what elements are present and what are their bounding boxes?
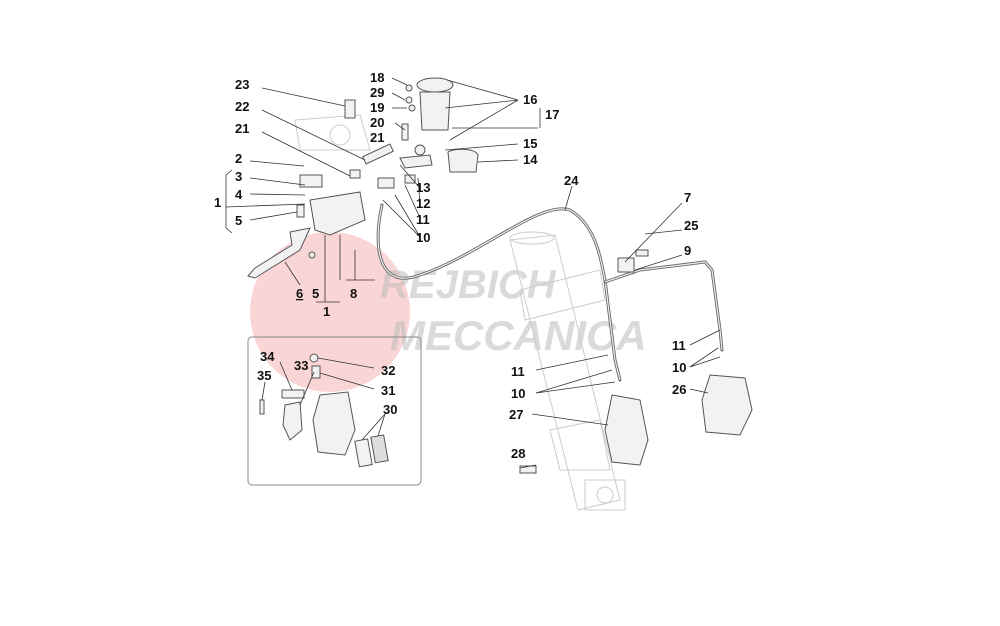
- label-21: 21: [235, 121, 249, 136]
- master-cylinder: [247, 143, 416, 279]
- label-31: 31: [381, 383, 395, 398]
- label-19: 19: [370, 100, 384, 115]
- label-17: 17: [545, 107, 559, 122]
- label-27: 27: [509, 407, 523, 422]
- label-30: 30: [383, 402, 397, 417]
- label-20: 20: [370, 115, 384, 130]
- label-29: 29: [370, 85, 384, 100]
- label-14: 14: [523, 152, 538, 167]
- label-10: 10: [416, 230, 430, 245]
- label-3: 3: [235, 169, 242, 184]
- handlebar-clamp: [294, 99, 371, 151]
- label-5: 5: [235, 213, 242, 228]
- label-7: 7: [684, 190, 691, 205]
- caliper-kit-box: [247, 336, 422, 486]
- brake-hose: [376, 203, 724, 382]
- brake-fluid-reservoir: [399, 77, 479, 173]
- label-33: 33: [294, 358, 308, 373]
- label-24: 24: [564, 173, 579, 188]
- label-1: 1: [214, 195, 221, 210]
- label-6: 6: [296, 286, 303, 301]
- label-16: 16: [523, 92, 537, 107]
- label-23: 23: [235, 77, 249, 92]
- label-35: 35: [257, 368, 271, 383]
- label-11c: 11: [672, 338, 686, 353]
- label-15: 15: [523, 136, 537, 151]
- label-13: 13: [416, 180, 430, 195]
- label-11b: 11: [511, 364, 525, 379]
- label-10c: 10: [672, 360, 686, 375]
- label-8: 8: [350, 286, 357, 301]
- fork-leg: [509, 231, 626, 511]
- label-4: 4: [235, 187, 243, 202]
- label-5b: 5: [312, 286, 319, 301]
- label-26: 26: [672, 382, 686, 397]
- label-34: 34: [260, 349, 275, 364]
- watermark-line1: REJBICH: [380, 263, 557, 307]
- label-32: 32: [381, 363, 395, 378]
- label-11: 11: [416, 212, 430, 227]
- label-12: 12: [416, 196, 430, 211]
- label-22: 22: [235, 99, 249, 114]
- label-28: 28: [511, 446, 525, 461]
- part-labels: 23 22 21 2 3 4 1 5 6 5 8 1 18 29 19 20 2…: [214, 70, 698, 461]
- label-21b: 21: [370, 130, 384, 145]
- brake-calipers: [312, 374, 753, 474]
- label-9: 9: [684, 243, 691, 258]
- label-1b: 1: [323, 304, 330, 319]
- label-10b: 10: [511, 386, 525, 401]
- label-25: 25: [684, 218, 698, 233]
- label-18: 18: [370, 70, 384, 85]
- leader-lines: [225, 77, 721, 469]
- watermark-line2: MECCANICA: [390, 312, 647, 359]
- label-2: 2: [235, 151, 242, 166]
- watermark-logo: REJBICH MECCANICA: [250, 232, 647, 392]
